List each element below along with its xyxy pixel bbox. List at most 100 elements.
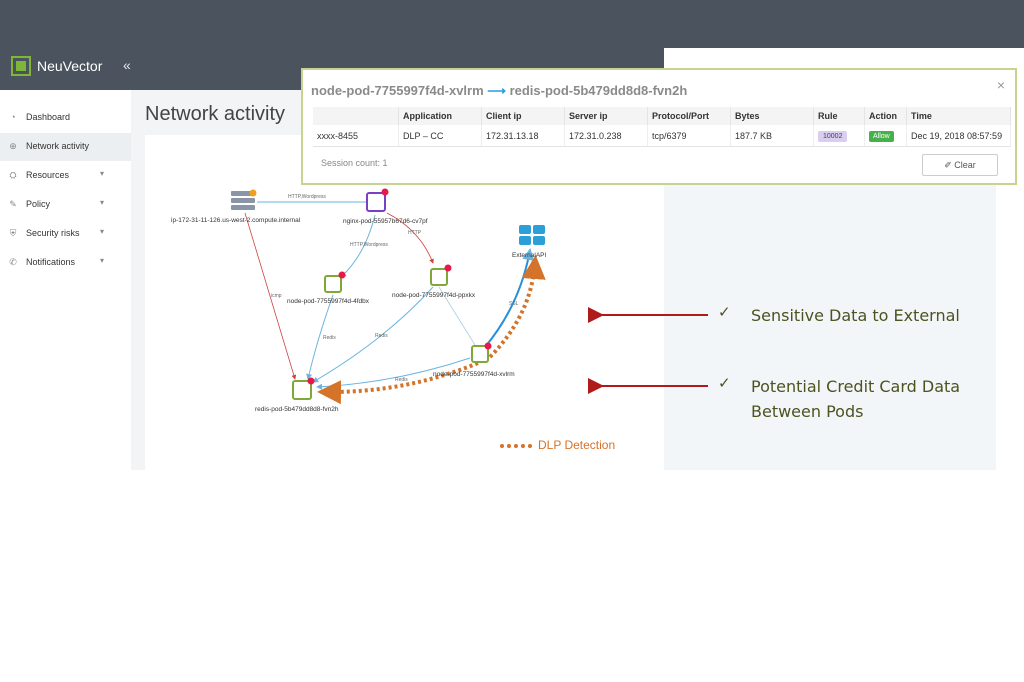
close-icon[interactable]: × <box>996 77 1005 93</box>
host-node[interactable] <box>231 189 257 211</box>
sidebar-item-label: Policy <box>26 199 51 209</box>
redis-node[interactable] <box>292 377 315 400</box>
external-api-node[interactable] <box>519 225 545 245</box>
session-table-header: Application Client ip Server ip Protocol… <box>313 107 1011 125</box>
dlp-data-cell: xxxx-8455 <box>313 125 399 147</box>
column-header: Client ip <box>481 107 565 125</box>
rule-cell: 10002 <box>813 125 865 147</box>
dotted-line-icon <box>500 443 532 448</box>
modal-title: node-pod-7755997f4d-xvlrm ⟶ redis-pod-5b… <box>311 83 687 99</box>
column-header: Bytes <box>730 107 814 125</box>
column-header: Server ip <box>564 107 648 125</box>
rule-badge[interactable]: 10002 <box>818 130 848 142</box>
server-ip-cell: 172.31.0.238 <box>564 125 648 147</box>
sidebar-item-label: Network activity <box>26 141 90 151</box>
dlp-legend-label: DLP Detection <box>538 438 616 452</box>
action-cell: Allow <box>864 125 907 147</box>
action-badge: Allow <box>869 130 894 142</box>
edge-host-redis[interactable] <box>244 212 297 380</box>
sidebar-item-network-activity[interactable]: ⊕ Network activity <box>0 133 131 161</box>
collapse-sidebar-icon[interactable]: « <box>123 57 131 73</box>
node-pod-3[interactable] <box>471 342 492 363</box>
edge-label-node2-redis: Redis <box>375 333 388 339</box>
clear-button[interactable]: ✐ Clear <box>922 154 998 176</box>
nginx-node[interactable] <box>366 188 389 212</box>
node-label-external: ExternalAPI <box>512 252 547 259</box>
edge-nginx-node2[interactable] <box>386 212 434 264</box>
column-header: Rule <box>813 107 865 125</box>
node-label-nginx: nginx-pod-55957b67d6-cv7pf <box>343 218 428 225</box>
session-count: Session count: 1 <box>321 158 388 168</box>
edge-label-nginx-node1: HTTP,Wordpress <box>350 242 388 248</box>
client-ip-cell: 172.31.13.18 <box>481 125 565 147</box>
sidebar-item-label: Notifications <box>26 257 76 267</box>
node-label-node3: node-pod-7755997f4d-xvlrm <box>433 371 515 378</box>
sidebar-item-label: Security risks <box>26 228 80 238</box>
edge-nginx-node1[interactable] <box>340 214 376 278</box>
neuvector-logo-icon <box>11 56 31 76</box>
node-pod-1[interactable] <box>324 271 346 293</box>
wrench-icon: ✎ <box>9 199 17 209</box>
resources-icon: ⛭ <box>9 170 17 180</box>
bytes-cell: 187.7 KB <box>730 125 814 147</box>
check-icon: ✓ <box>718 375 731 392</box>
column-header: Time <box>906 107 1011 125</box>
protocol-port-cell: tcp/6379 <box>647 125 731 147</box>
node-pod-2[interactable] <box>430 264 452 286</box>
node-label-node2: node-pod-7755997f4d-ppxkx <box>392 292 476 299</box>
application-cell: DLP – CC <box>398 125 482 147</box>
clear-button-label: Clear <box>954 160 976 170</box>
annotation-credit-card-line1: Potential Credit Card Data <box>751 377 961 396</box>
table-row[interactable]: xxxx-8455 DLP – CC 172.31.13.18 172.31.0… <box>313 125 1011 147</box>
edge-node3-external[interactable] <box>484 248 535 348</box>
edge-label-host-redis: icmp <box>271 293 282 299</box>
edge-label-node1-redis: Redis <box>323 335 336 341</box>
right-panel-shade <box>664 164 996 470</box>
sidebar-item-resources[interactable]: ⛭ Resources ▾ <box>0 162 131 190</box>
network-graph[interactable]: HTTP,Wordpress HTTP,Wordpress HTTP icmp … <box>145 135 664 470</box>
edge-label-nginx-node2: HTTP <box>408 230 422 236</box>
column-header <box>313 107 399 125</box>
chevron-down-icon[interactable]: ▾ <box>100 256 105 265</box>
sidebar: ◔ Dashboard ⊕ Network activity ⛭ Resources ▾ ✎ P… <box>0 90 132 470</box>
node-label-node1: node-pod-7755997f4d-4fdbx <box>287 298 370 305</box>
dlp-path-to-external <box>488 255 546 359</box>
column-header: Application <box>398 107 482 125</box>
network-graph-card: HTTP,Wordpress HTTP,Wordpress HTTP icmp … <box>145 135 664 470</box>
time-cell: Dec 19, 2018 08:57:59 <box>906 125 1011 147</box>
sidebar-item-label: Dashboard <box>26 112 71 122</box>
annotation-sensitive-data: Sensitive Data to External <box>751 306 960 325</box>
chevron-down-icon[interactable]: ▾ <box>100 227 105 236</box>
dashboard-icon: ◔ <box>10 112 16 122</box>
page-title: Network activity <box>145 103 286 125</box>
sidebar-item-notifications[interactable]: ✆ Notifications ▾ <box>0 249 131 277</box>
annotation-credit-card-line2: Between Pods <box>751 402 864 421</box>
edge-node1-redis[interactable] <box>306 294 334 380</box>
check-icon: ✓ <box>718 304 731 321</box>
session-detail-modal: node-pod-7755997f4d-xvlrm ⟶ redis-pod-5b… <box>301 68 1017 185</box>
node-label-host: ip-172-31-11-126.us-west-2.compute.inter… <box>171 217 301 224</box>
sidebar-item-security-risks[interactable]: ⛨ Security risks ▾ <box>0 220 131 248</box>
sidebar-item-label: Resources <box>26 170 70 180</box>
edge-label-node3-external: SSL <box>509 301 519 307</box>
edge-label-node3-redis: Redis <box>395 377 408 383</box>
phone-icon: ✆ <box>9 257 17 267</box>
chevron-down-icon[interactable]: ▾ <box>100 198 105 207</box>
right-arrow-icon: ⟶ <box>487 83 506 98</box>
edge-node2-redis[interactable] <box>312 286 434 383</box>
sidebar-item-policy[interactable]: ✎ Policy ▾ <box>0 191 131 219</box>
edge-node2-node3[interactable] <box>438 286 476 346</box>
column-header: Action <box>864 107 907 125</box>
sidebar-item-dashboard[interactable]: ◔ Dashboard <box>0 104 131 132</box>
dlp-legend: DLP Detection <box>500 438 615 452</box>
edge-label-host-nginx: HTTP,Wordpress <box>288 194 326 200</box>
eraser-icon: ✐ <box>944 160 952 170</box>
chevron-down-icon[interactable]: ▾ <box>100 169 105 178</box>
shield-icon: ⛨ <box>9 228 17 238</box>
modal-source-pod: node-pod-7755997f4d-xvlrm <box>311 83 484 98</box>
modal-destination-pod: redis-pod-5b479dd8d8-fvn2h <box>509 83 688 98</box>
column-header: Protocol/Port <box>647 107 731 125</box>
session-table: Application Client ip Server ip Protocol… <box>313 107 1011 147</box>
globe-icon: ⊕ <box>9 141 17 151</box>
node-label-redis: redis-pod-5b479dd8d8-fvn2h <box>255 406 339 413</box>
